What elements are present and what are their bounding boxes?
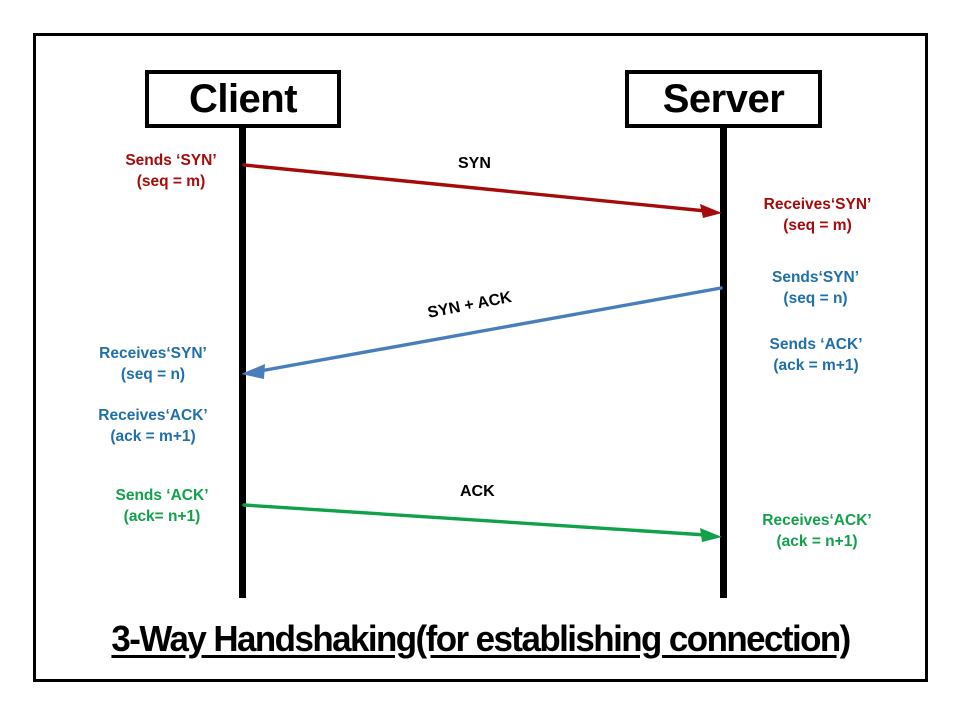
note-server-sends-ack: Sends ‘ACK’ (ack = m+1) — [742, 334, 890, 377]
actor-box-server: Server — [625, 70, 822, 128]
lifeline-server — [720, 126, 727, 598]
note-line: Sends‘SYN’ — [772, 269, 859, 286]
note-line: (seq = m) — [136, 173, 206, 191]
actor-box-client: Client — [145, 70, 341, 128]
protocol-label-ack: ACK — [460, 483, 495, 500]
note-client-sends-syn: Sends ‘SYN’ (seq = m) — [106, 150, 236, 193]
note-line: (ack = m+1) — [110, 428, 196, 446]
note-server-receives-ack: Receives‘ACK’ (ack = n+1) — [742, 510, 892, 553]
note-server-sends-syn: Sends‘SYN’ (seq = n) — [748, 267, 883, 310]
note-line: (seq = m) — [783, 217, 852, 235]
note-client-sends-ack: Sends ‘ACK’ (ack= n+1) — [92, 485, 232, 528]
note-client-receives-syn: Receives‘SYN’ (seq = n) — [78, 343, 228, 386]
note-line: (ack= n+1) — [123, 508, 201, 526]
note-line: Receives‘ACK’ — [762, 512, 872, 529]
actor-label-server: Server — [662, 77, 785, 121]
note-client-receives-ack: Receives‘ACK’ (ack = m+1) — [78, 405, 228, 448]
diagram-caption: 3-Way Handshaking(for establishing conne… — [46, 618, 916, 660]
caption-text: 3-Way Handshaking(for establishing conne… — [111, 618, 852, 659]
protocol-label-syn: SYN — [458, 155, 491, 172]
note-line: Sends ‘ACK’ — [115, 487, 209, 504]
note-server-receives-syn: Receives‘SYN’ (seq = m) — [745, 194, 890, 237]
actor-label-client: Client — [188, 77, 298, 121]
note-line: (ack = n+1) — [776, 533, 858, 551]
lifeline-client — [239, 126, 246, 598]
note-line: (seq = n) — [783, 290, 848, 308]
note-line: Receives‘SYN’ — [763, 196, 872, 213]
note-line: Sends ‘ACK’ — [769, 336, 863, 353]
note-line: (seq = n) — [120, 366, 186, 384]
note-line: Receives‘ACK’ — [98, 407, 208, 424]
note-line: Receives‘SYN’ — [99, 345, 207, 362]
note-line: Sends ‘SYN’ — [125, 152, 217, 169]
note-line: (ack = m+1) — [773, 357, 859, 375]
